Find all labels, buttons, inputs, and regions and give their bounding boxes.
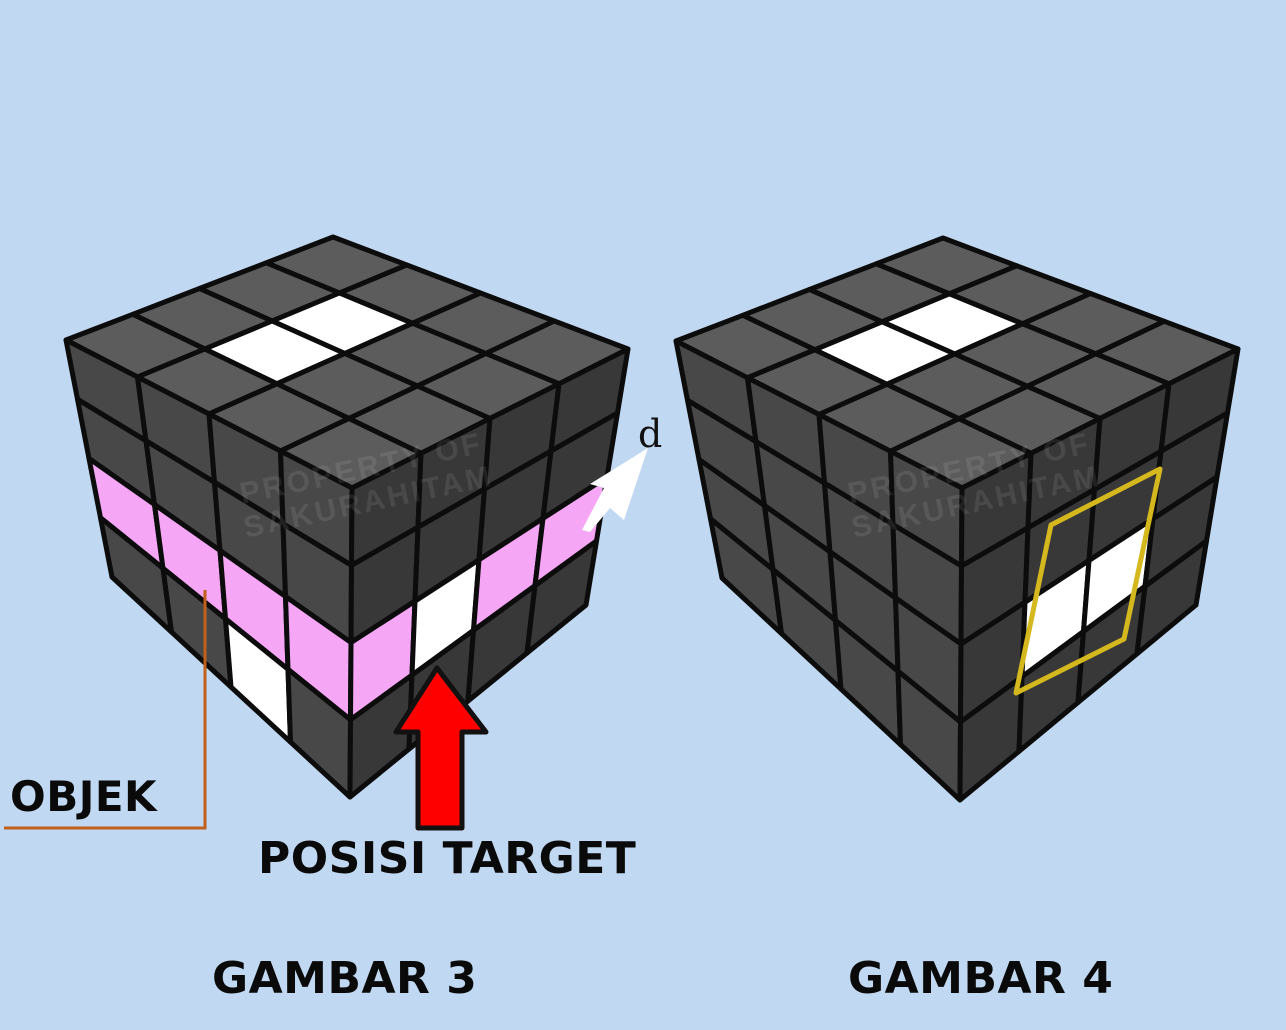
target-arrow (393, 665, 489, 831)
caption-gambar-3: GAMBAR 3 (212, 953, 478, 1004)
move-notation-label: d (638, 412, 663, 456)
cube-gambar-4 (673, 235, 1241, 803)
object-label: OBJEK (10, 772, 158, 821)
move-arrow-icon (582, 448, 648, 532)
object-pointer-line (4, 590, 207, 830)
pair-highlight-outline (1013, 466, 1163, 696)
target-position-label: POSISI TARGET (258, 833, 637, 884)
cube-gambar-3 (63, 234, 631, 800)
caption-gambar-4: GAMBAR 4 (848, 953, 1114, 1004)
right-sticker-3-3 (524, 538, 599, 656)
right-sticker-3-3 (1134, 538, 1209, 657)
